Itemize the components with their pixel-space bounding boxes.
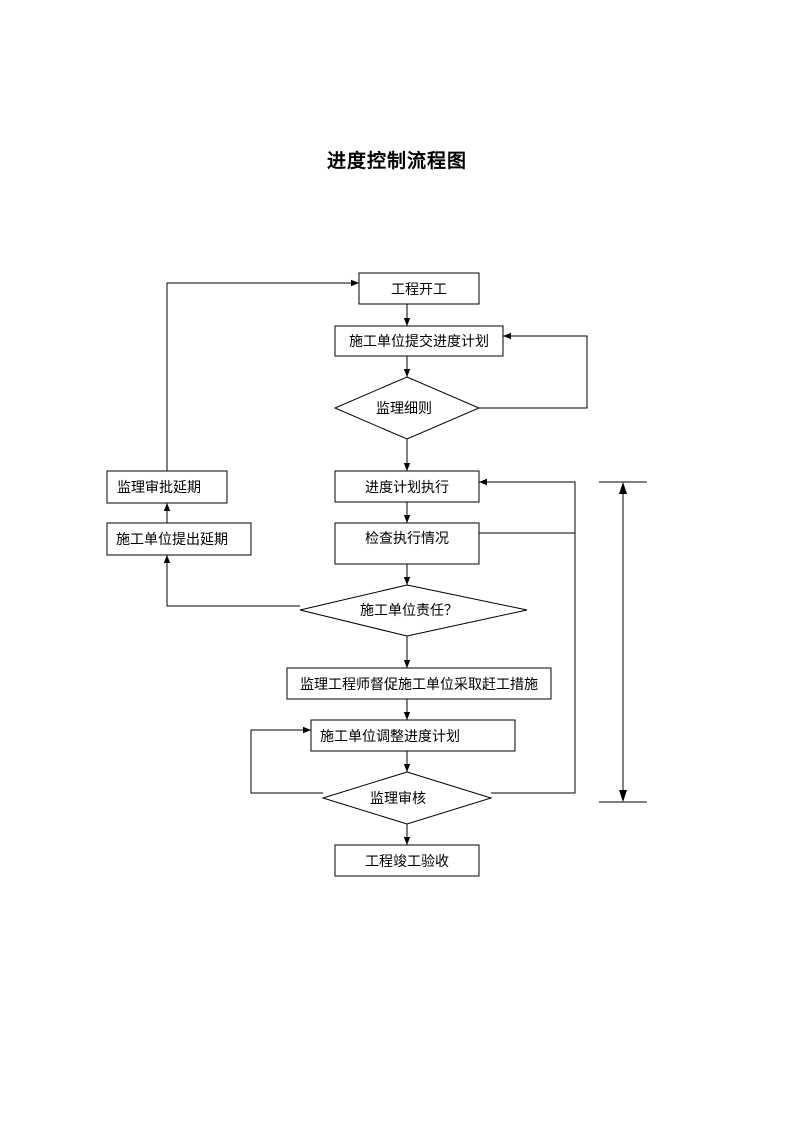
arrow-responsibility-to-extension xyxy=(163,555,300,607)
arrow-supervisor-loop-adjust xyxy=(250,726,323,794)
connectors xyxy=(163,279,588,845)
node-responsibility-label: 施工单位责任？ xyxy=(360,603,458,619)
node-start: 工程开工 xyxy=(358,272,480,305)
span-indicator xyxy=(599,481,647,803)
node-completion-label: 工程竣工验收 xyxy=(365,854,449,870)
node-execute-plan-label: 进度计划执行 xyxy=(365,480,449,496)
node-propose-extension-label: 施工单位提出延期 xyxy=(116,532,228,548)
node-approve-extension-label: 监理审批延期 xyxy=(117,480,201,496)
node-supervisor-review-label: 监理审核 xyxy=(370,791,426,807)
node-urge-measures: 监理工程师督促施工单位采取赶工措施 xyxy=(286,667,552,700)
node-propose-extension: 施工单位提出延期 xyxy=(106,522,252,556)
node-approve-extension: 监理审批延期 xyxy=(106,470,228,504)
span-arrow-down xyxy=(619,790,627,802)
arrow-review-loop-back xyxy=(479,332,588,409)
node-adjust-plan: 施工单位调整进度计划 xyxy=(310,719,516,752)
span-arrow-up xyxy=(619,482,627,494)
node-check-execution-label: 检查执行情况 xyxy=(365,531,449,547)
arrow-approval-to-start xyxy=(166,279,359,471)
node-review-rules: 监理细则 xyxy=(333,376,481,440)
arrow-supervisor-loop-execute xyxy=(479,478,576,794)
node-review-rules-label: 监理细则 xyxy=(376,401,432,417)
node-urge-measures-label: 监理工程师督促施工单位采取赶工措施 xyxy=(300,677,538,693)
node-submit-plan-label: 施工单位提交进度计划 xyxy=(349,333,489,350)
node-adjust-plan-label: 施工单位调整进度计划 xyxy=(320,729,460,745)
node-start-label: 工程开工 xyxy=(391,282,447,298)
node-check-execution: 检查执行情况 xyxy=(334,522,480,565)
node-responsibility: 施工单位责任？ xyxy=(299,584,528,637)
node-submit-plan: 施工单位提交进度计划 xyxy=(334,325,504,357)
node-supervisor-review: 监理审核 xyxy=(321,771,493,825)
page-title: 进度控制流程图 xyxy=(326,150,467,172)
node-execute-plan: 进度计划执行 xyxy=(334,470,480,503)
node-completion: 工程竣工验收 xyxy=(334,844,480,877)
